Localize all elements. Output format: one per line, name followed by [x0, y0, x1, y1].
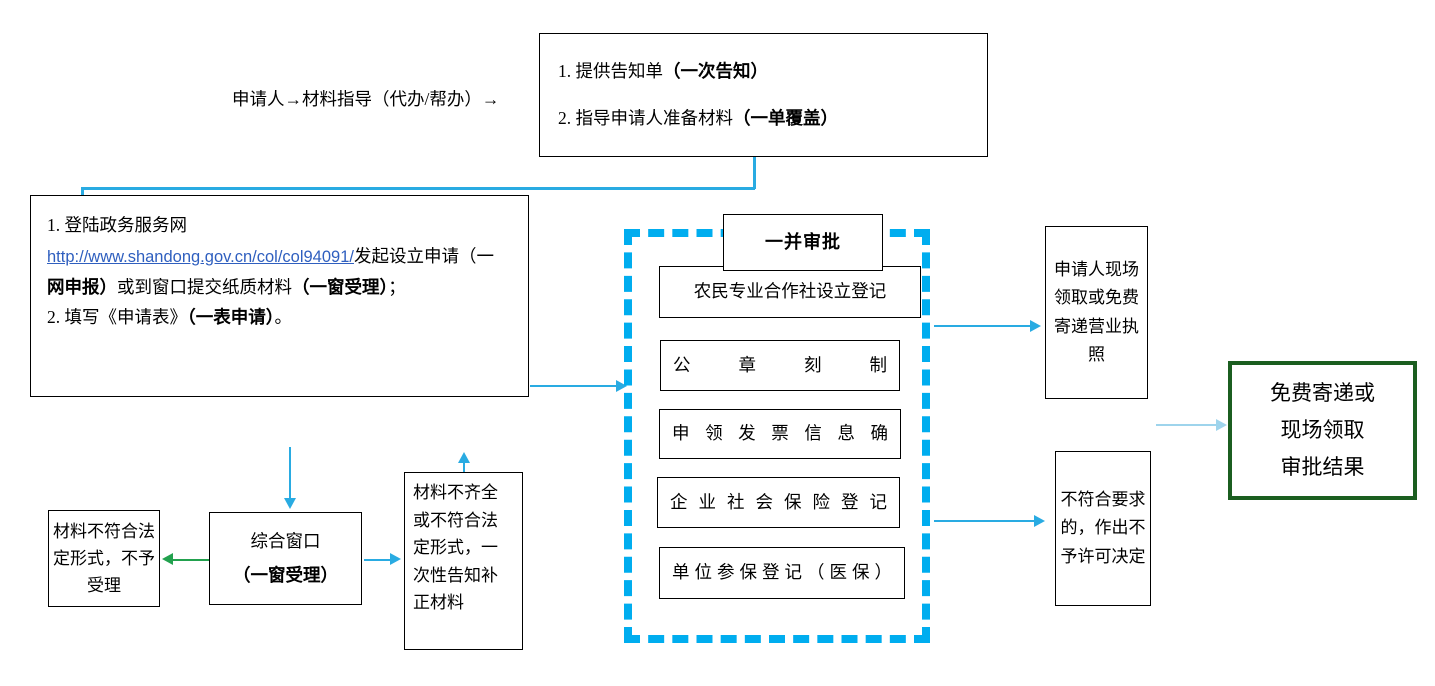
final-result-line-3: 审批结果	[1280, 454, 1365, 479]
connector-approval-to-reject-arrow	[1034, 515, 1045, 527]
guidance-note-line-1: 1. 提供告知单（一次告知）	[558, 58, 969, 85]
comprehensive-window-box: 综合窗口 （一窗受理）	[209, 512, 362, 605]
connector-window-to-reject-line	[172, 559, 210, 561]
approval-item-label: 农民专业合作社设立登记	[693, 281, 887, 302]
pickup-license-label: 申请人现场领取或免费寄递营业执照	[1054, 260, 1139, 364]
online-application-box: 1. 登陆政务服务网 http://www.shandong.gov.cn/co…	[30, 195, 529, 397]
connector-to-final-arrow	[1216, 419, 1227, 431]
apply-line-3-end: ；	[388, 276, 406, 297]
guidance-note-line-2: 2. 指导申请人准备材料（一单覆盖）	[558, 105, 969, 132]
rejection-decision-box: 不符合要求的，作出不予许可决定	[1055, 451, 1151, 606]
approval-item-medical-insurance[interactable]: 单位参保登记（医保）	[659, 547, 905, 599]
approval-item-coop-registration[interactable]: 农民专业合作社设立登记	[659, 266, 921, 318]
pickup-license-box: 申请人现场领取或免费寄递营业执照	[1045, 226, 1148, 399]
final-result-line-2: 现场领取	[1280, 418, 1365, 443]
guidance-note-box: 1. 提供告知单（一次告知） 2. 指导申请人准备材料（一单覆盖）	[539, 33, 988, 157]
connector-approval-to-reject-line	[934, 520, 1038, 522]
supplement-materials-label: 材料不齐全或不符合法定形式，一次性告知补正材料	[413, 483, 498, 613]
approval-item-label: 企业社会保险登记	[670, 491, 887, 512]
rejection-decision-label: 不符合要求的，作出不予许可决定	[1060, 490, 1146, 566]
approval-item-invoice-info[interactable]: 申领发票信息确	[659, 409, 901, 459]
comprehensive-window-title: 综合窗口	[250, 531, 321, 552]
apply-line-4-emphasis: （一表申请）	[187, 307, 275, 328]
connector-approval-to-pickup-arrow	[1030, 320, 1041, 332]
connector-window-to-supplement-line	[364, 559, 394, 561]
joint-approval-header-label: 一并审批	[765, 231, 841, 252]
apply-line-3-emphasis-b: （一窗受理）	[292, 276, 389, 297]
apply-line-1: 1. 登陆政务服务网	[47, 215, 187, 235]
approval-item-label: 单位参保登记（医保）	[672, 562, 892, 583]
apply-line-4-text: 2. 填写《申请表》	[47, 307, 187, 328]
final-result-box: 免费寄递或 现场领取 审批结果	[1228, 361, 1417, 500]
connector-to-final-line	[1156, 424, 1222, 426]
approval-item-social-insurance[interactable]: 企业社会保险登记	[657, 477, 900, 528]
connector-into-window-arrow	[284, 498, 296, 509]
connector-into-window-line	[289, 447, 291, 502]
apply-line-4: 2. 填写《申请表》（一表申请）。	[47, 302, 512, 333]
apply-line-3-text: 或到窗口提交纸质材料	[117, 276, 292, 297]
connector-note-to-apply-vertical	[753, 157, 756, 189]
not-accepted-label: 材料不符合法定形式，不予受理	[53, 521, 155, 596]
apply-line-3: 网申报）或到窗口提交纸质材料（一窗受理）；	[47, 272, 512, 303]
connector-supplement-up-arrow	[458, 452, 470, 463]
government-portal-link[interactable]: http://www.shandong.gov.cn/col/col94091/	[47, 247, 354, 266]
approval-item-label: 申领发票信息确	[672, 423, 888, 444]
supplement-materials-box: 材料不齐全或不符合法定形式，一次性告知补正材料	[404, 472, 523, 650]
approval-item-seal-engraving[interactable]: 公章刻制	[660, 340, 900, 391]
guidance-note-line-1-emphasis: （一次告知）	[663, 60, 768, 81]
joint-approval-header: 一并审批	[723, 214, 883, 271]
connector-note-to-apply-horizontal	[81, 187, 755, 190]
final-result-line-1: 免费寄递或	[1270, 381, 1375, 406]
apply-line-2: http://www.shandong.gov.cn/col/col94091/…	[47, 241, 512, 272]
apply-line-3-emphasis-a: 网申报）	[47, 276, 117, 297]
not-accepted-box: 材料不符合法定形式，不予受理	[48, 510, 160, 607]
connector-window-to-supplement-arrow	[390, 553, 401, 565]
connector-approval-to-pickup-line	[934, 325, 1034, 327]
guidance-note-line-2-emphasis: （一单覆盖）	[733, 107, 838, 128]
apply-line-2-text: 发起设立申请（一	[353, 245, 494, 266]
guidance-note-line-1-text: 1. 提供告知单	[558, 60, 663, 81]
apply-line-4-end: 。	[274, 307, 293, 328]
applicant-flow-label: 申请人→材料指导（代办/帮办）→	[232, 88, 500, 109]
connector-apply-to-approval-arrow	[616, 380, 627, 392]
connector-note-to-apply-drop	[81, 187, 84, 196]
comprehensive-window-subtitle: （一窗受理）	[233, 564, 338, 585]
approval-item-label: 公章刻制	[673, 354, 887, 375]
connector-apply-to-approval-line	[530, 385, 620, 387]
connector-window-to-reject-arrow	[162, 553, 173, 565]
guidance-note-line-2-text: 2. 指导申请人准备材料	[558, 107, 733, 128]
